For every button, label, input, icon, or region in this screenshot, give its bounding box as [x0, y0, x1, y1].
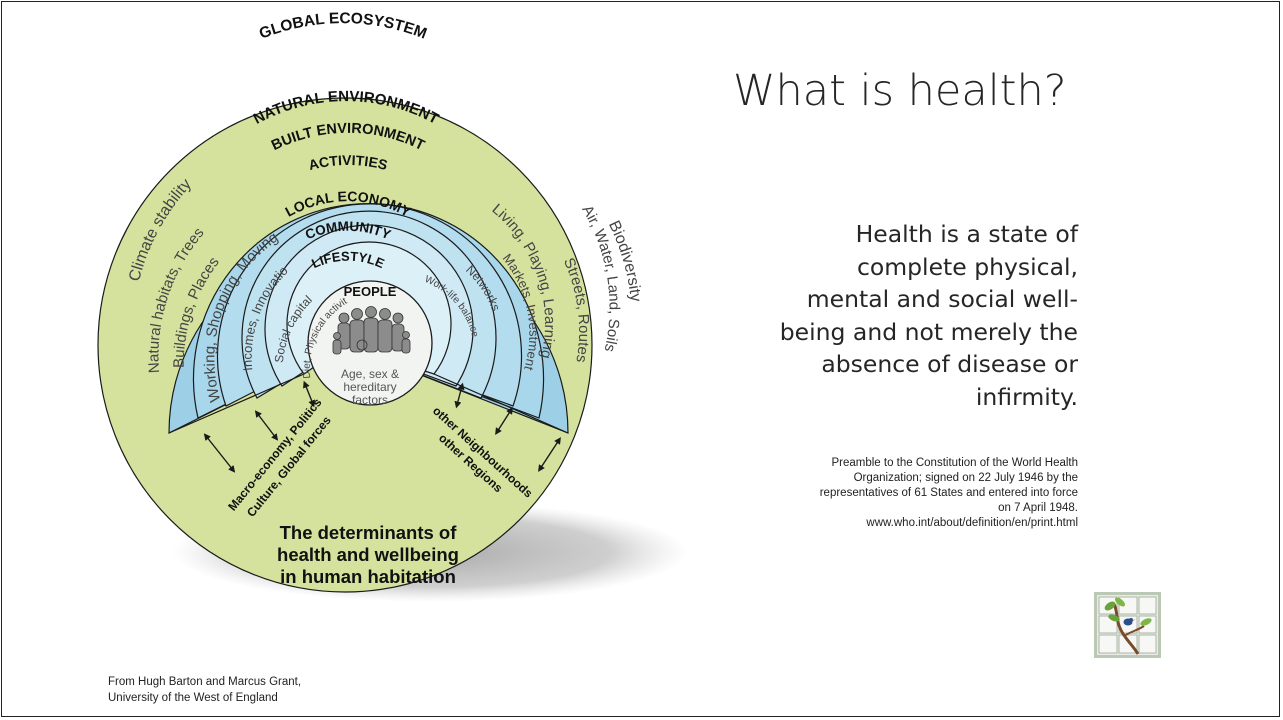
caption-line-3: in human habitation: [280, 566, 456, 587]
who-definition-quote: Health is a state of complete physical, …: [720, 218, 1078, 413]
credit-line: From Hugh Barton and Marcus Grant,: [108, 676, 302, 688]
citation-line: on 7 April 1948.: [998, 502, 1078, 514]
credit-line: University of the West of England: [108, 692, 278, 704]
label-lifestyle: LIFESTYLE: [309, 249, 387, 272]
quote-line: being and not merely the: [779, 317, 1078, 346]
caption-line-2: health and wellbeing: [277, 544, 459, 565]
health-determinants-diagram: GLOBAL ECOSYSTEM NATURAL ENVIRONMENT BUI…: [0, 0, 688, 602]
who-citation: Preamble to the Constitution of the Worl…: [720, 456, 1078, 531]
core-line-2: hereditary: [343, 380, 396, 394]
citation-url: www.who.int/about/definition/en/print.ht…: [866, 517, 1078, 529]
quote-line: infirmity.: [975, 382, 1078, 411]
label-activities: ACTIVITIES: [307, 152, 389, 173]
citation-line: Organization; signed on 22 July 1946 by …: [853, 472, 1078, 484]
label-global-ecosystem: GLOBAL ECOSYSTEM: [257, 10, 429, 43]
caption-line-1: The determinants of: [280, 522, 458, 543]
quote-line: mental and social well-: [806, 285, 1078, 313]
plant-window-logo-icon: [1094, 592, 1161, 658]
quote-line: Health is a state of: [855, 220, 1078, 248]
citation-line: representatives of 61 States and entered…: [819, 487, 1078, 499]
interaction-arrows: [203, 380, 561, 473]
citation-line: Preamble to the Constitution of the Worl…: [831, 457, 1078, 469]
quote-line: absence of disease or: [821, 350, 1078, 378]
people-illustration: [332, 306, 411, 355]
core-line-3: factors: [352, 393, 388, 407]
slide-title: What is health?: [733, 66, 1067, 116]
quote-line: complete physical,: [856, 252, 1078, 281]
core-line-1: Age, sex &: [341, 367, 399, 381]
label-people: PEOPLE: [344, 284, 397, 299]
source-credit: From Hugh Barton and Marcus Grant, Unive…: [108, 674, 301, 706]
